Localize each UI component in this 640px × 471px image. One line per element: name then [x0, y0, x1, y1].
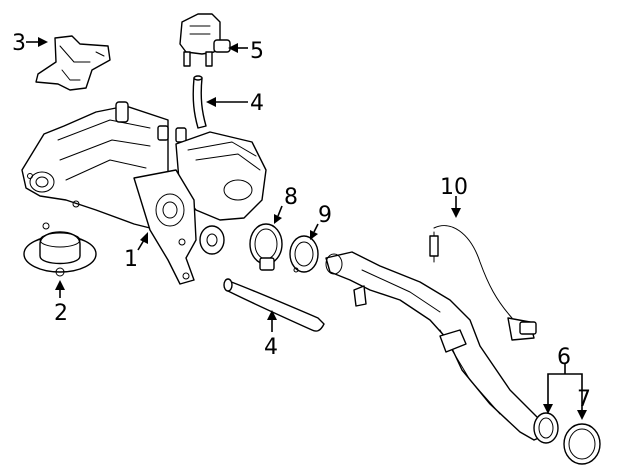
callout-8: 8: [284, 185, 298, 210]
pressure-sensor-part-5[interactable]: [179, 13, 231, 67]
cover-cap-part-2[interactable]: [23, 222, 97, 277]
callout-3: 3: [12, 31, 26, 56]
exhaust-pipe[interactable]: [325, 251, 553, 441]
callout-7: 7: [577, 387, 591, 412]
callout-1: 1: [124, 247, 138, 272]
callout-9: 9: [318, 203, 332, 228]
flange-ring-part-6[interactable]: [533, 412, 559, 444]
callout-4-upper: 4: [250, 91, 264, 116]
callout-labels: 3 5 4 1 2 8 9 4 10 6 7: [12, 31, 591, 412]
callout-4-lower: 4: [264, 335, 278, 360]
hose-lower-part-4[interactable]: [223, 278, 325, 332]
callout-10: 10: [440, 175, 468, 200]
seal-ring-part-7[interactable]: [563, 423, 601, 465]
callout-2: 2: [54, 301, 68, 326]
temperature-sensor-part-10[interactable]: [429, 225, 537, 341]
hose-clamp-part-8[interactable]: [249, 223, 283, 271]
hose-upper-part-4[interactable]: [192, 75, 207, 129]
callout-6: 6: [557, 345, 571, 370]
callout-leaders: [26, 37, 587, 420]
callout-5: 5: [250, 39, 264, 64]
gasket-part-9[interactable]: [289, 235, 319, 273]
heat-shield-bracket-part-3[interactable]: [35, 35, 111, 91]
egr-cooler-assembly-part-1[interactable]: [21, 101, 267, 285]
